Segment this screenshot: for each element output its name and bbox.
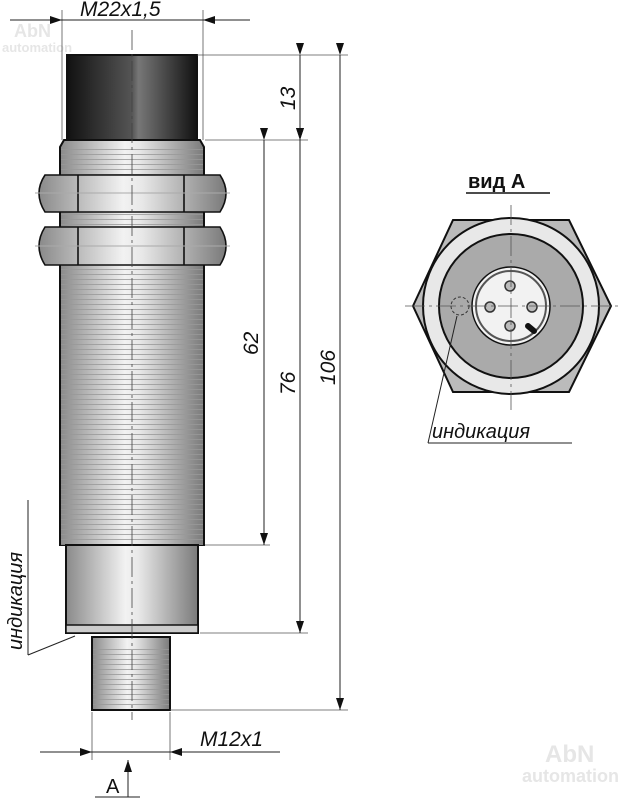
svg-text:76: 76 [277,371,300,395]
dimension-76: 76 [277,128,304,633]
lock-nut-upper [35,174,230,213]
dimension-106: 106 [317,43,344,710]
svg-text:AbN: AbN [545,741,594,768]
svg-text:62: 62 [240,331,263,355]
svg-text:M22x1,5: M22x1,5 [80,0,161,21]
view-a-marker: A [95,760,140,798]
svg-text:automation: automation [522,766,619,786]
connector-pins [484,280,538,332]
sensor-side-view [35,30,230,720]
indicator-led [450,296,470,316]
watermark-top: AbN automation [2,21,72,55]
dimension-m12: M12x1 [40,728,280,756]
lock-nut-lower [35,226,230,266]
extension-lines [61,10,348,760]
dimension-13: 13 [277,43,304,140]
indicator-callout-side: индикация [5,500,76,656]
svg-text:M12x1: M12x1 [200,728,263,751]
watermark-bottom: AbN automation [522,741,619,786]
svg-text:automation: automation [2,40,72,55]
svg-text:106: 106 [317,350,340,385]
dimension-m22: M22x1,5 [10,0,250,24]
dimension-62: 62 [240,128,268,545]
svg-text:индикация: индикация [432,421,530,443]
svg-text:13: 13 [277,86,300,110]
view-a: вид А индикация [405,171,620,444]
svg-text:вид А: вид А [468,171,525,193]
svg-text:индикация: индикация [5,552,27,650]
svg-text:A: A [106,776,120,798]
svg-text:AbN: AbN [14,21,51,41]
